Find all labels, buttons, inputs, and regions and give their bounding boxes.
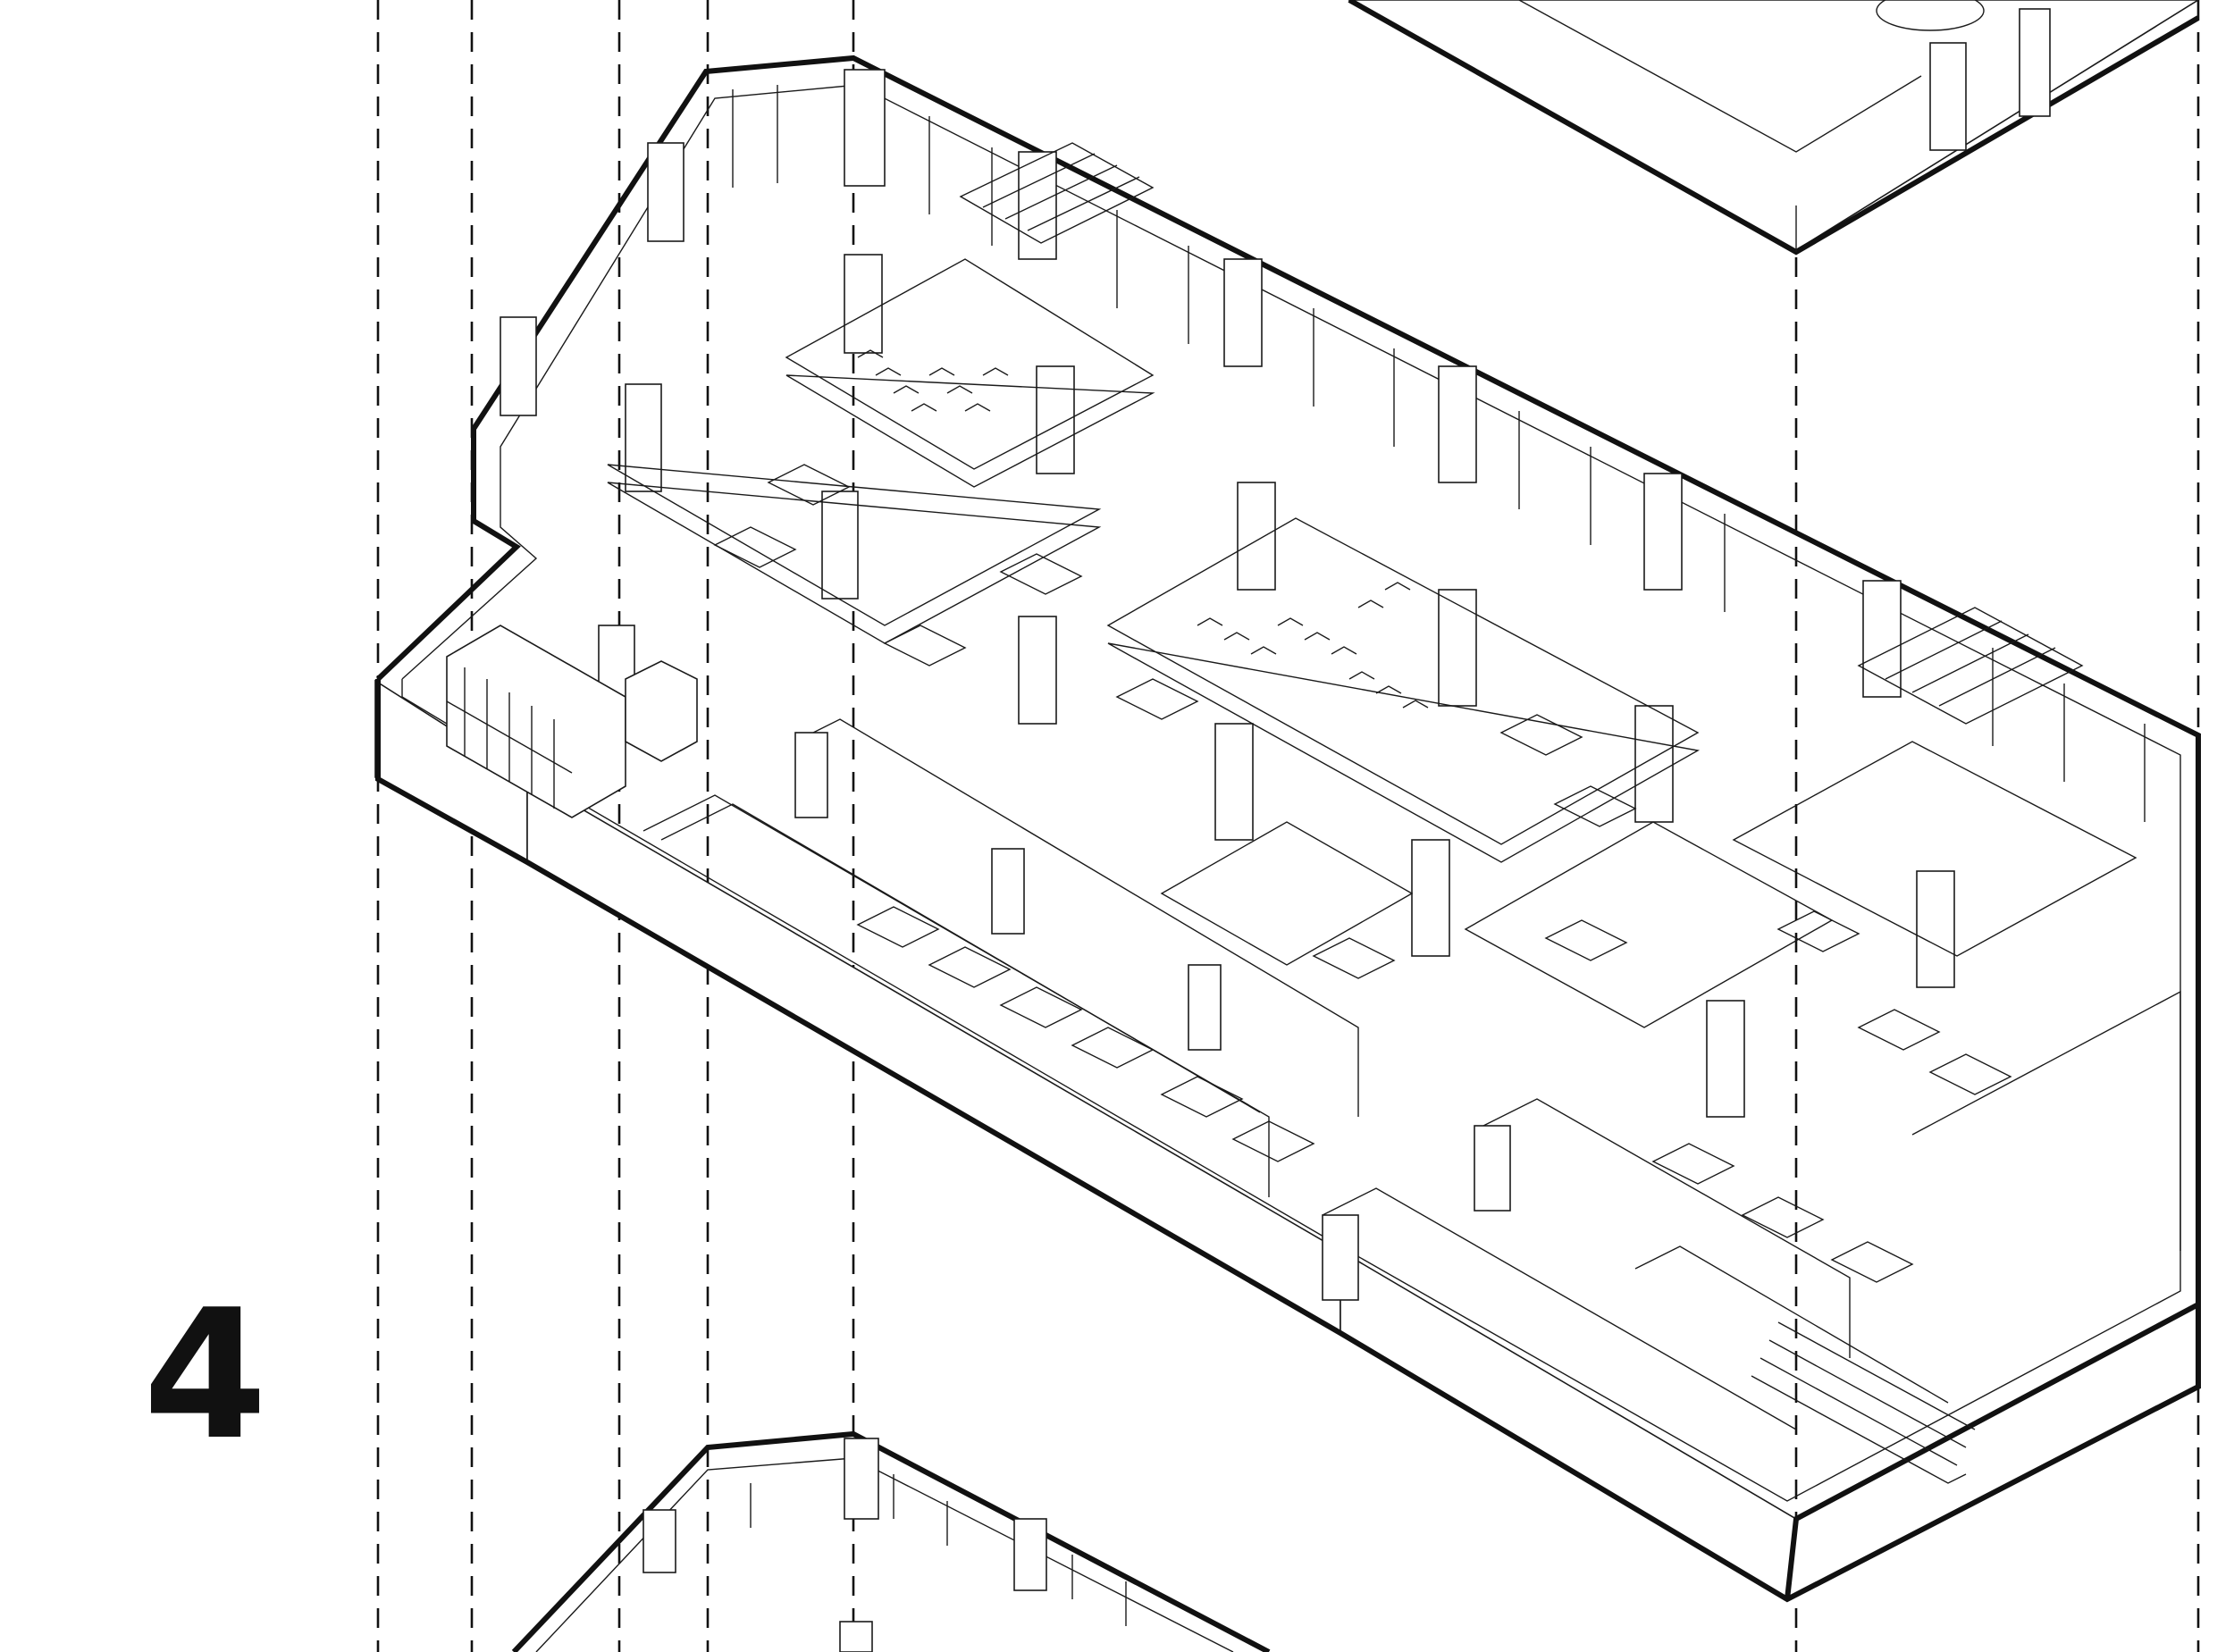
main-floor-plate xyxy=(374,55,2201,1603)
ceiling-grid-panels xyxy=(959,142,2084,725)
seating-clusters xyxy=(857,349,1429,709)
lower-floor-slab xyxy=(511,1430,1271,1652)
storage-shelves xyxy=(446,625,698,818)
desk-rows xyxy=(856,906,1914,1283)
upper-floor-slab xyxy=(1348,0,2200,256)
stepped-seating xyxy=(1751,1321,1976,1484)
floor-number-label: 4 xyxy=(143,1271,268,1480)
partition-walls xyxy=(642,718,2181,1430)
work-tables xyxy=(713,464,2012,1095)
raised-platforms xyxy=(607,258,2137,1028)
alignment-lines xyxy=(376,0,2200,1652)
